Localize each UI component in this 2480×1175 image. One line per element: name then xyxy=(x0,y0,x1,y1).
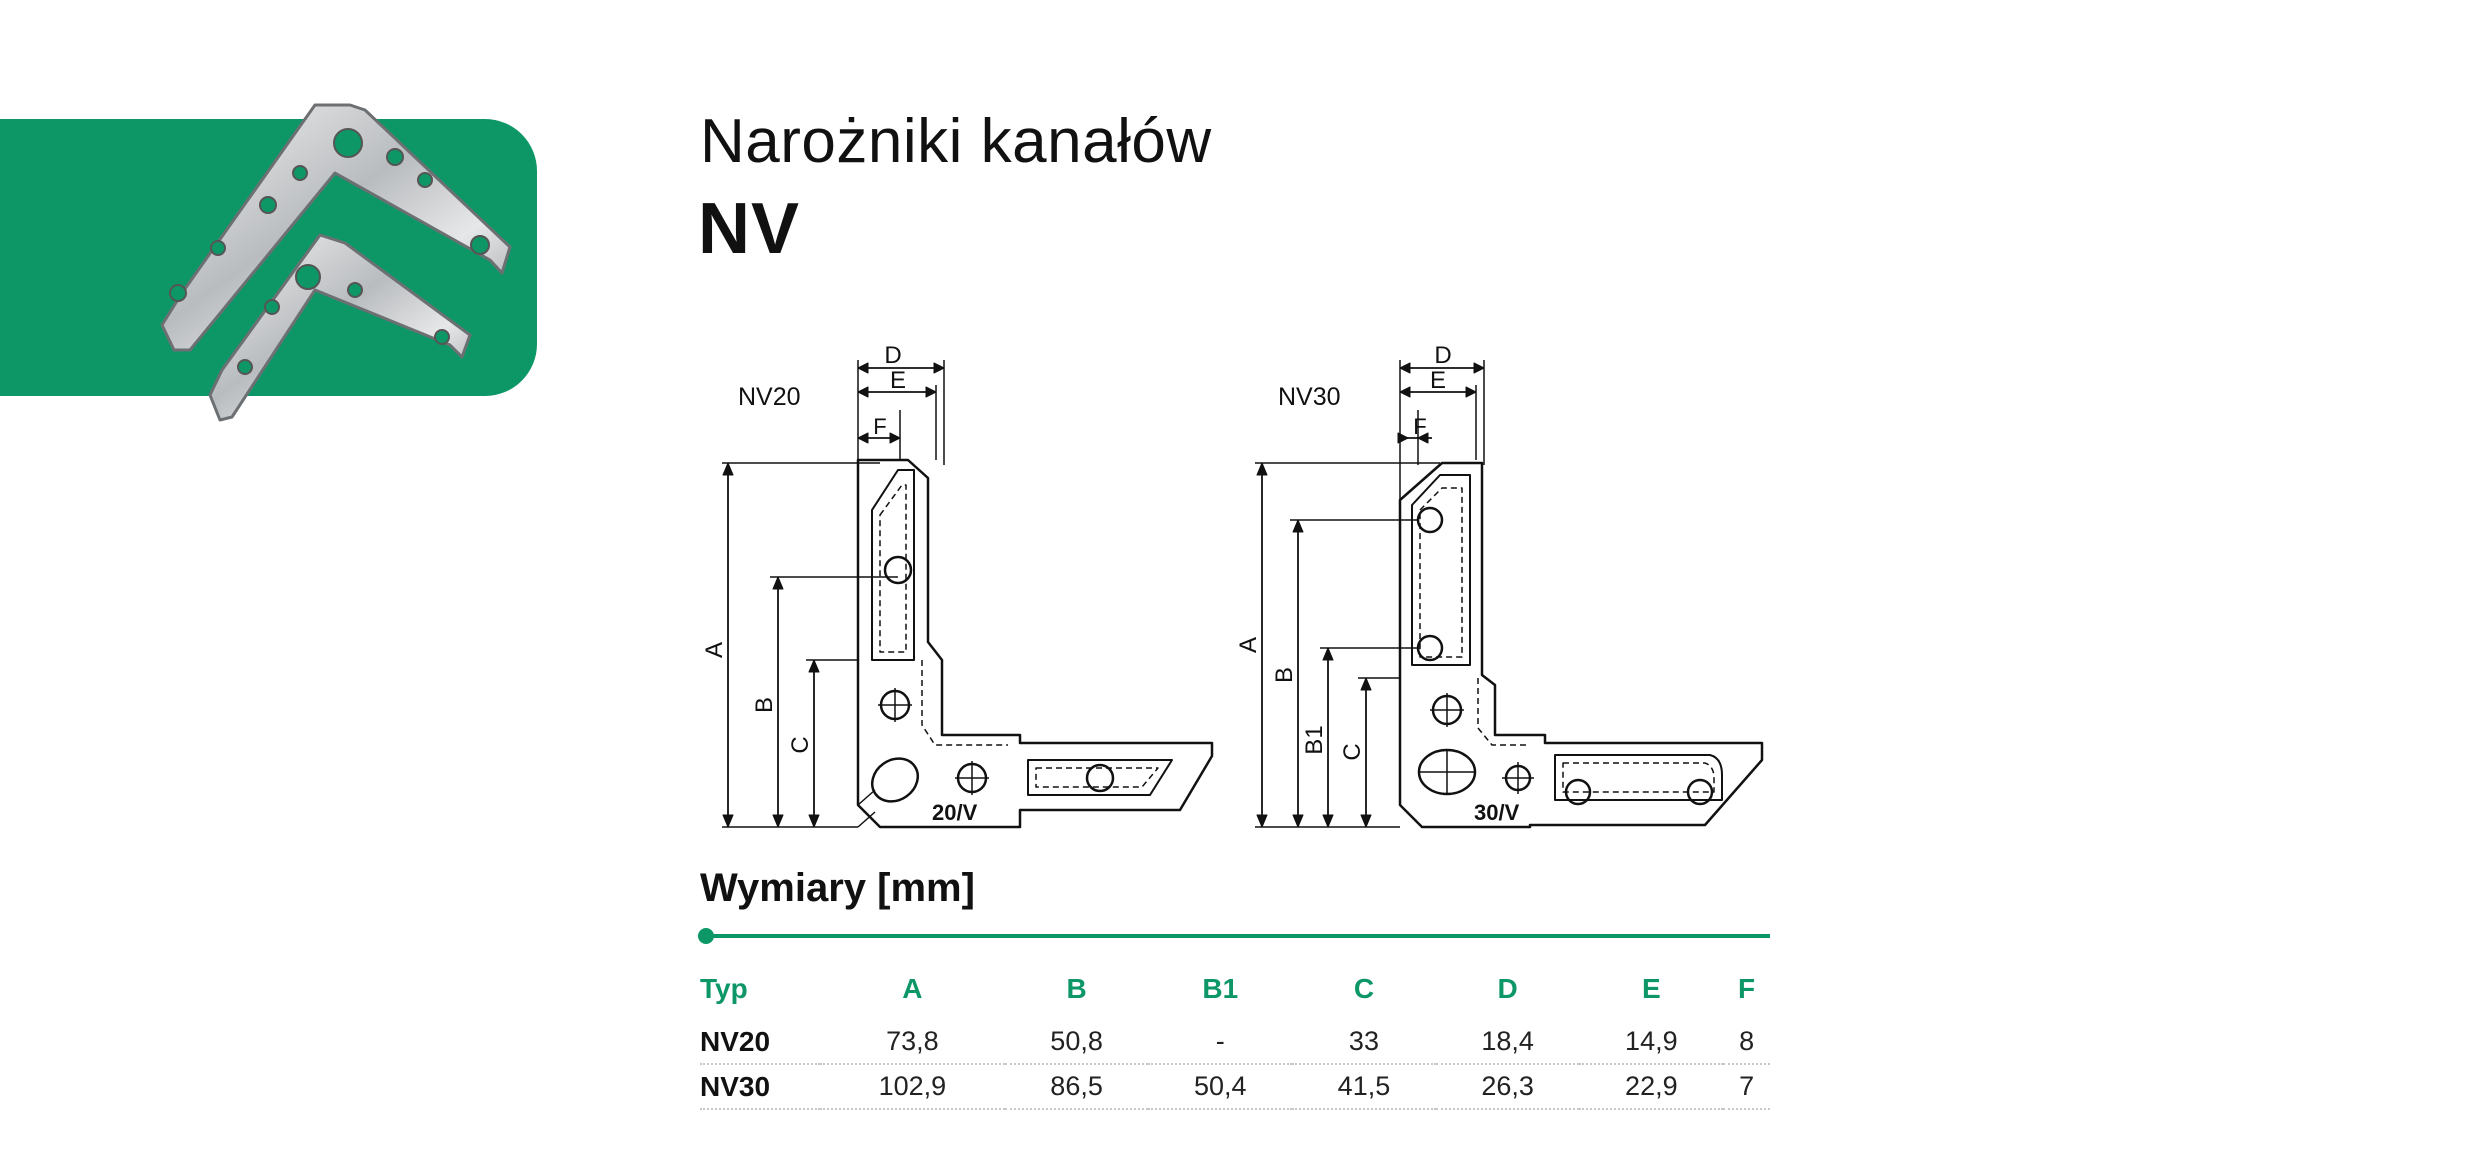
table-cell: 18,4 xyxy=(1435,1020,1580,1065)
nv30-dim-d: D xyxy=(1434,342,1451,369)
column-header: B1 xyxy=(1202,973,1239,1004)
table-cell: 73,8 xyxy=(820,1020,1005,1065)
column-header: Typ xyxy=(700,973,748,1004)
nv30-dim-b1: B1 xyxy=(1301,725,1328,754)
page-title: Narożniki kanałów xyxy=(700,107,1212,176)
table-cell: 26,3 xyxy=(1435,1064,1580,1110)
table-row: NV30 102,9 86,5 50,4 41,5 26,3 22,9 7 xyxy=(700,1064,1770,1110)
nv30-dim-f: F xyxy=(1413,414,1426,439)
nv20-dim-f: F xyxy=(873,414,886,439)
nv30-stamp: 30/V xyxy=(1474,800,1520,825)
nv20-drawing xyxy=(722,360,1214,829)
nv20-dim-d: D xyxy=(884,342,901,369)
table-cell: 22,9 xyxy=(1579,1064,1724,1110)
nv30-label: NV30 xyxy=(1278,383,1341,411)
nv30-dim-e: E xyxy=(1430,367,1446,394)
table-cell-type: NV20 xyxy=(700,1020,820,1065)
column-header: C xyxy=(1353,973,1375,1004)
table-cell: 14,9 xyxy=(1579,1020,1724,1065)
nv20-dim-b: B xyxy=(751,697,778,713)
table-cell: 102,9 xyxy=(820,1064,1005,1110)
table-cell: - xyxy=(1148,1020,1293,1065)
nv30-dim-b: B xyxy=(1271,667,1298,683)
table-cell: 41,5 xyxy=(1292,1064,1436,1110)
nv20-dim-a: A xyxy=(701,642,728,658)
table-cell: 86,5 xyxy=(1004,1064,1149,1110)
nv30-dim-c: C xyxy=(1339,743,1366,760)
table-cell-type: NV30 xyxy=(700,1064,820,1110)
column-header: D xyxy=(1497,973,1518,1004)
nv20-dim-c: C xyxy=(787,736,814,753)
table-header-row: Typ A B B1 C D E F xyxy=(700,958,1770,1020)
nv20-dim-e: E xyxy=(890,367,906,394)
column-header: E xyxy=(1641,973,1661,1004)
product-photo-corner-brackets xyxy=(160,103,512,422)
nv30-dim-a: A xyxy=(1235,637,1262,653)
dimensions-table: Typ A B B1 C D E F NV20 73,8 50,8 - 33 1… xyxy=(700,958,1770,1110)
table-cell: 33 xyxy=(1292,1020,1436,1065)
dimensions-heading: Wymiary [mm] xyxy=(700,866,975,910)
table-row: NV20 73,8 50,8 - 33 18,4 14,9 8 xyxy=(700,1020,1770,1065)
technical-drawings: NV20 D E F A B C 20/V NV30 D E F A B B1 … xyxy=(701,342,1764,829)
nv20-stamp: 20/V xyxy=(932,800,978,825)
column-header: F xyxy=(1738,973,1756,1004)
heading-rule xyxy=(700,934,1770,938)
table-cell: 8 xyxy=(1723,1020,1770,1065)
column-header: A xyxy=(902,973,923,1004)
table-cell: 7 xyxy=(1723,1064,1770,1110)
product-model-title: NV xyxy=(698,189,801,269)
column-header: B xyxy=(1066,973,1087,1004)
nv30-drawing xyxy=(1255,360,1764,829)
table-cell: 50,4 xyxy=(1148,1064,1293,1110)
table-cell: 50,8 xyxy=(1004,1020,1149,1065)
nv20-label: NV20 xyxy=(738,383,801,411)
